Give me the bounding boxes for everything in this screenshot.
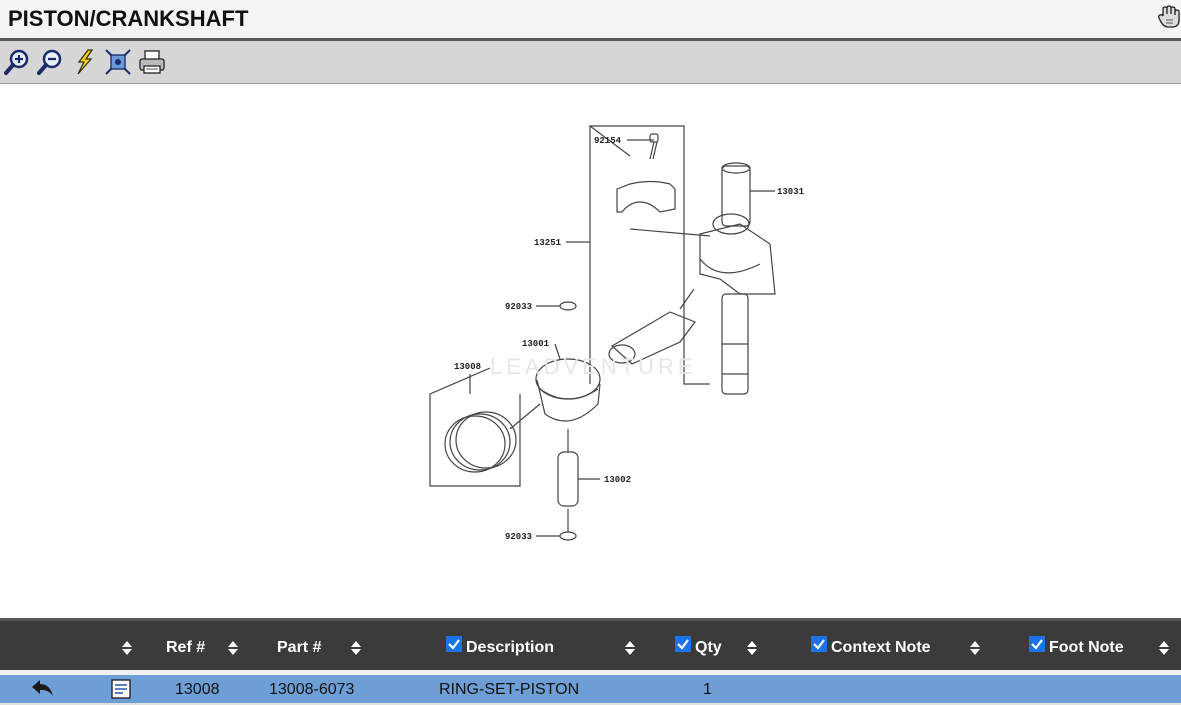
column-foot-note[interactable]: Foot Note — [1049, 639, 1124, 656]
page-title: PISTON/CRANKSHAFT — [8, 6, 249, 31]
checkmark-icon — [811, 636, 827, 652]
checkmark-icon — [1029, 636, 1045, 652]
sort-icon[interactable] — [970, 641, 980, 655]
cell-part: 13008-6073 — [269, 681, 355, 698]
cell-ref: 13008 — [175, 681, 220, 698]
callout-label[interactable]: 13001 — [522, 339, 550, 349]
column-description[interactable]: Description — [466, 639, 555, 656]
cell-description: RING-SET-PISTON — [439, 681, 580, 698]
cell-qty: 1 — [703, 681, 712, 698]
zoom-out-icon — [37, 49, 62, 75]
callout-label[interactable]: 13251 — [534, 238, 562, 248]
document-icon[interactable] — [110, 678, 132, 705]
sort-icon[interactable] — [122, 641, 132, 655]
toolbar — [0, 41, 1181, 84]
sort-icon[interactable] — [351, 641, 361, 655]
foot-note-checkbox[interactable] — [1029, 636, 1045, 652]
callout-label[interactable]: 13002 — [604, 475, 631, 485]
checkmark-icon — [675, 636, 691, 652]
callout-label[interactable]: 13031 — [777, 187, 805, 197]
diagram-watermark: LEADVENTURE — [490, 354, 697, 379]
table-row[interactable]: 13008 13008-6073 RING-SET-PISTON 1 — [0, 675, 1181, 705]
parts-grid-header: Ref # Part # Description Qty Context Not… — [0, 618, 1181, 670]
lightning-icon — [77, 49, 94, 75]
fit-view-icon — [105, 49, 131, 75]
fit-view-button[interactable] — [103, 47, 133, 77]
zoom-in-icon — [4, 49, 29, 75]
column-context-note[interactable]: Context Note — [831, 639, 931, 656]
sort-icon[interactable] — [747, 641, 757, 655]
column-part[interactable]: Part # — [277, 639, 322, 656]
checkmark-icon — [446, 636, 462, 652]
sort-icon[interactable] — [625, 641, 635, 655]
parts-diagram[interactable]: LEADVENTURE 92154 13031 13251 92033 1300… — [0, 84, 1181, 616]
hand-icon[interactable] — [1157, 4, 1181, 30]
callout-label[interactable]: 92154 — [594, 136, 622, 146]
callout-label[interactable]: 92033 — [505, 302, 532, 312]
zoom-out-button[interactable] — [35, 47, 65, 77]
description-checkbox[interactable] — [446, 636, 462, 652]
print-button[interactable] — [137, 47, 167, 77]
qty-checkbox[interactable] — [675, 636, 691, 652]
column-ref[interactable]: Ref # — [166, 639, 206, 656]
return-arrow-icon[interactable] — [30, 678, 56, 705]
grid-divider — [0, 670, 1181, 675]
sort-icon[interactable] — [1159, 641, 1169, 655]
lightning-button[interactable] — [70, 47, 100, 77]
callout-label[interactable]: 92033 — [505, 532, 532, 542]
column-qty[interactable]: Qty — [695, 639, 722, 656]
title-bar: PISTON/CRANKSHAFT — [0, 0, 1181, 41]
callout-label[interactable]: 13008 — [454, 362, 481, 372]
zoom-in-button[interactable] — [2, 47, 32, 77]
sort-icon[interactable] — [228, 641, 238, 655]
print-icon — [139, 50, 165, 74]
context-note-checkbox[interactable] — [811, 636, 827, 652]
